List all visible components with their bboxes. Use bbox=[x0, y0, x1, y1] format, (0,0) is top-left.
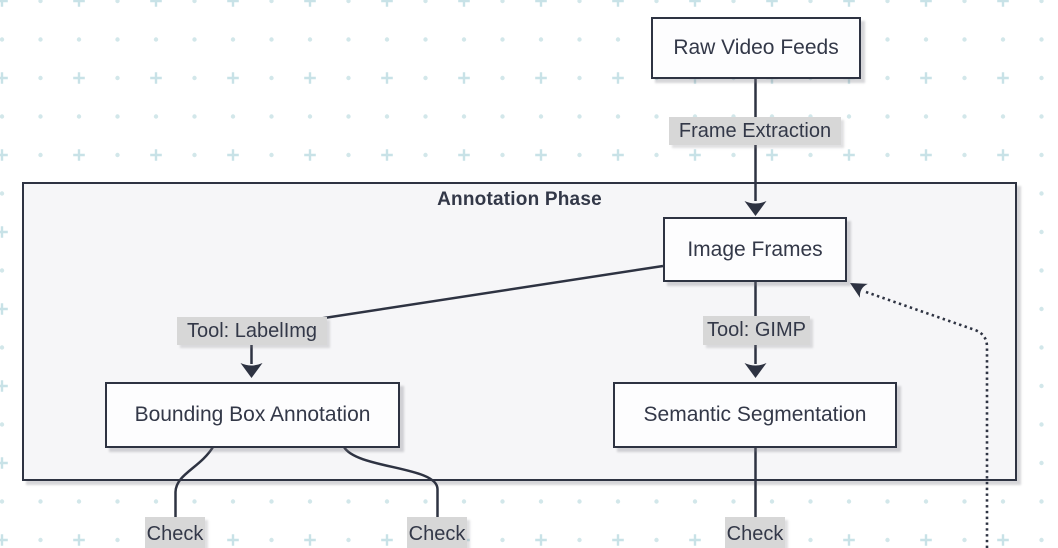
subgraph-title: Annotation Phase bbox=[437, 189, 602, 210]
node-semantic-segmentation-label: Semantic Segmentation bbox=[643, 403, 867, 426]
edge-bbox-to-check-2 bbox=[342, 446, 439, 518]
arrowhead-into-bounding-box bbox=[240, 363, 263, 378]
edge-label-frame-extraction: Frame Extraction bbox=[669, 117, 841, 145]
edge-label-check-2: Check bbox=[407, 517, 467, 548]
node-bounding-box-annotation: Bounding Box Annotation bbox=[105, 382, 400, 448]
arrowhead-feedback-into-image-frames bbox=[850, 283, 868, 298]
edge-label-check-1: Check bbox=[145, 517, 205, 548]
edge-label-tool-labelimg: Tool: LabelImg bbox=[177, 317, 327, 345]
node-raw-video-feeds: Raw Video Feeds bbox=[651, 17, 861, 79]
edge-label-check-3: Check bbox=[725, 517, 785, 548]
node-semantic-segmentation: Semantic Segmentation bbox=[613, 382, 897, 448]
node-bounding-box-annotation-label: Bounding Box Annotation bbox=[134, 403, 371, 426]
node-image-frames: Image Frames bbox=[663, 217, 847, 282]
arrowhead-into-semantic-segmentation bbox=[744, 363, 767, 378]
node-image-frames-label: Image Frames bbox=[687, 237, 823, 261]
edge-to-labelimg bbox=[284, 264, 664, 326]
node-raw-video-feeds-label: Raw Video Feeds bbox=[673, 36, 839, 59]
edge-bbox-to-check-1 bbox=[174, 446, 215, 518]
edge-label-tool-gimp: Tool: GIMP bbox=[703, 316, 810, 345]
arrowhead-into-image-frames bbox=[744, 201, 767, 216]
